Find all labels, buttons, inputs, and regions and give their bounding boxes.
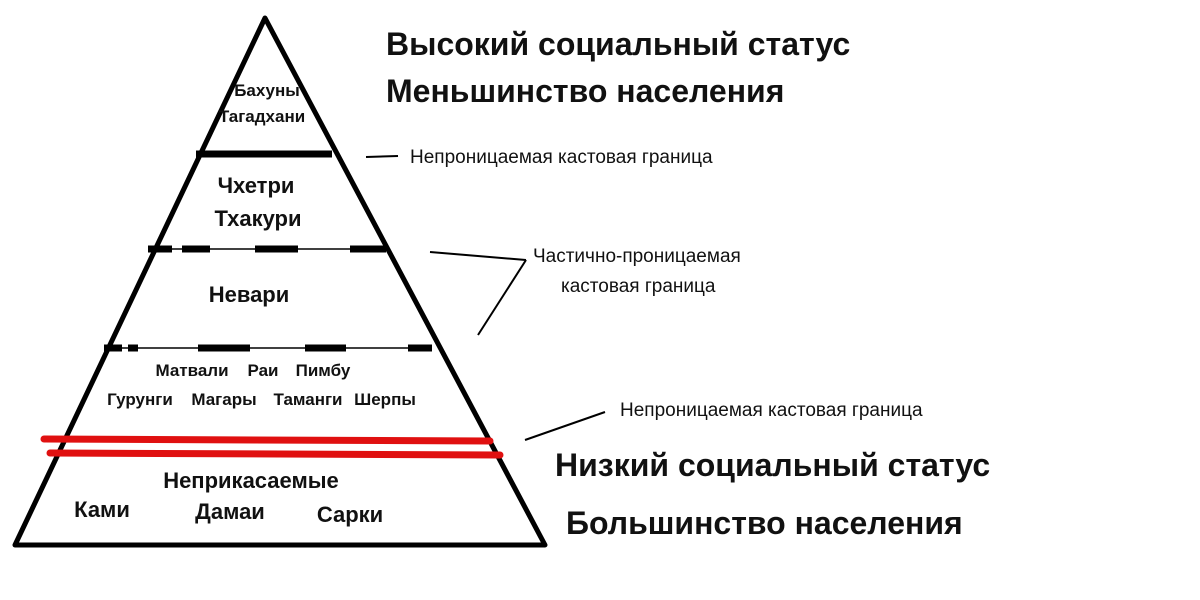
boundary-label-partial-line2: кастовая граница [561, 276, 716, 297]
boundary-label-impermeable-bottom: Непроницаемая кастовая граница [620, 400, 923, 421]
boundary-label-impermeable-top: Непроницаемая кастовая граница [410, 147, 713, 168]
pointer-line-partial-2 [477, 259, 527, 336]
caste-label-chhetri: Чхетри [218, 173, 295, 198]
caste-label-nevari: Невари [209, 282, 290, 307]
caste-label-magary: Магары [191, 390, 256, 409]
caste-label-kami: Ками [74, 497, 130, 522]
boundary-red-double [40, 435, 504, 459]
caste-label-sherpy: Шерпы [354, 390, 416, 409]
boundary-label-partial-line1: Частично-проницаемая [533, 246, 741, 267]
caste-label-tagadhani: Тагадхани [219, 107, 305, 126]
caste-label-tamangi: Таманги [273, 390, 342, 409]
pointer-line-bottom [524, 411, 606, 441]
caste-label-thakuri: Тхакури [215, 206, 302, 231]
caste-label-untouchables: Неприкасаемые [163, 468, 339, 493]
caste-label-gurungi: Гурунги [107, 390, 173, 409]
caste-label-pimbu: Пимбу [296, 361, 351, 380]
caste-label-rai: Раи [247, 361, 278, 380]
minority-label: Меньшинство населения [386, 73, 784, 109]
majority-label: Большинство населения [566, 505, 963, 541]
pointer-line-partial-1 [429, 251, 527, 261]
pointer-line-top [365, 155, 399, 158]
caste-label-bahuny: Бахуны [234, 81, 300, 100]
pyramid-outline [12, 15, 548, 548]
low-status-label: Низкий социальный статус [555, 447, 990, 483]
caste-label-damai: Дамаи [195, 499, 265, 524]
caste-label-matvali: Матвали [155, 361, 228, 380]
caste-label-sarki: Сарки [317, 502, 383, 527]
high-status-label: Высокий социальный статус [386, 26, 850, 62]
